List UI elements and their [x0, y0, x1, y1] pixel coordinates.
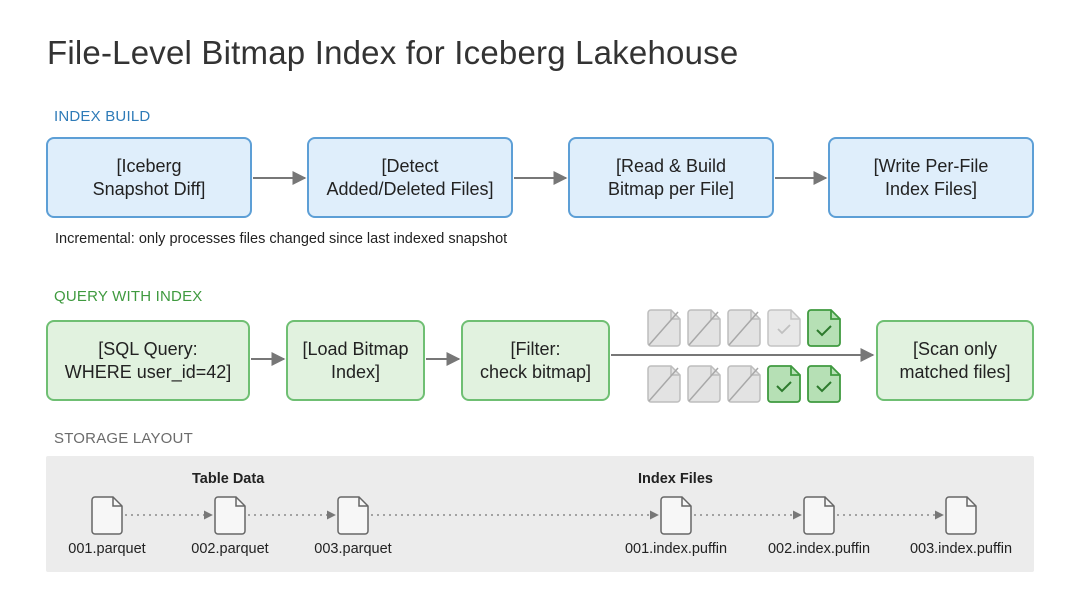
step-line: [Load Bitmap — [302, 338, 409, 359]
step-line: [Write Per-File — [873, 155, 989, 176]
matched-document-icon — [807, 309, 841, 347]
file-label: 003.index.puffin — [909, 541, 1013, 557]
step-line: Snapshot Diff] — [92, 178, 206, 199]
storage-label: STORAGE LAYOUT — [54, 430, 193, 447]
crossed-document-icon — [687, 365, 721, 403]
document-icon — [660, 496, 692, 535]
step-line: Index] — [330, 361, 381, 382]
index-build-label: INDEX BUILD — [54, 108, 151, 125]
step-line: [Scan only — [912, 338, 998, 359]
incremental-note: Incremental: only processes files change… — [55, 231, 508, 247]
document-icon — [91, 496, 123, 535]
file-label: 001.index.puffin — [624, 541, 728, 557]
matched-document-icon — [807, 365, 841, 403]
step-line: check bitmap] — [479, 361, 592, 382]
step-line: Bitmap per File] — [607, 178, 735, 199]
check-icon — [776, 381, 792, 393]
step-line: [Detect — [381, 155, 439, 176]
file-label: 001.parquet — [68, 541, 146, 557]
matched-document-icon — [767, 365, 801, 403]
file-label: 003.parquet — [314, 541, 392, 557]
step-line: Added/Deleted Files] — [326, 178, 494, 199]
step-line: Index Files] — [884, 178, 978, 199]
crossed-document-icon — [727, 309, 761, 347]
check-icon — [816, 325, 832, 337]
document-icon — [214, 496, 246, 535]
page-title: File-Level Bitmap Index for Iceberg Lake… — [47, 34, 739, 71]
check-icon — [816, 381, 832, 393]
faded-check-document-icon — [767, 309, 801, 347]
step-line: [Iceberg — [116, 155, 182, 176]
crossed-document-icon — [727, 365, 761, 403]
file-label: 002.index.puffin — [767, 541, 871, 557]
query-step-filter[interactable]: [Filter:check bitmap] — [461, 320, 610, 401]
query-label: QUERY WITH INDEX — [54, 288, 203, 305]
crossed-document-icon — [687, 309, 721, 347]
document-icon — [337, 496, 369, 535]
document-icon — [803, 496, 835, 535]
step-line: [Read & Build — [615, 155, 727, 176]
query-step-sql[interactable]: [SQL Query:WHERE user_id=42] — [46, 320, 250, 401]
step-line: [Filter: — [510, 338, 561, 359]
check-icon — [777, 324, 791, 335]
document-icon — [945, 496, 977, 535]
table-data-label: Table Data — [192, 471, 265, 487]
index-files-label: Index Files — [638, 471, 713, 487]
step-line: [SQL Query: — [98, 338, 198, 359]
crossed-document-icon — [647, 365, 681, 403]
crossed-document-icon — [647, 309, 681, 347]
file-label: 002.parquet — [191, 541, 269, 557]
step-line: WHERE user_id=42] — [64, 361, 232, 382]
step-line: matched files] — [899, 361, 1011, 382]
